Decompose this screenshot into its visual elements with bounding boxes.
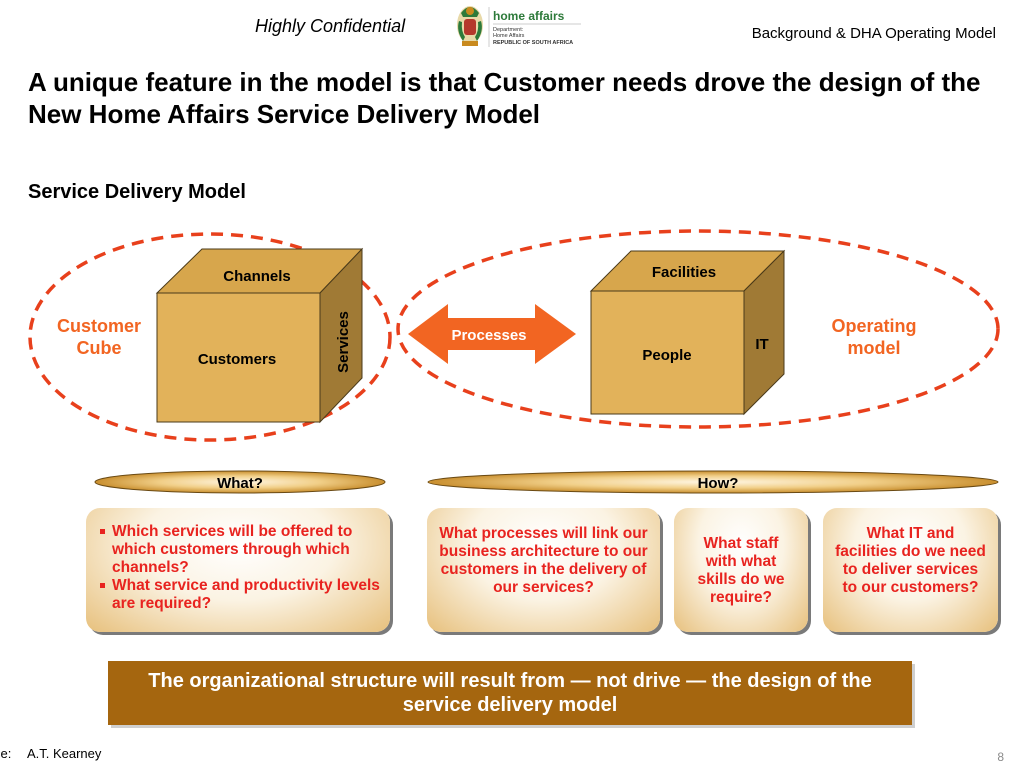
what-pill	[94, 470, 386, 494]
services-label: Services	[335, 311, 352, 373]
source-note: ce: A.T. Kearney	[0, 746, 101, 761]
operating-model-boundary	[396, 229, 1000, 429]
page-title: A unique feature in the model is that Cu…	[28, 67, 981, 129]
customer-cube-label-1: Customer	[57, 316, 141, 336]
channels-label: Channels	[223, 268, 291, 285]
source-value: A.T. Kearney	[26, 746, 102, 761]
staff-question: What staff with what skills do we requir…	[697, 535, 785, 606]
it-label: IT	[755, 336, 768, 353]
how-pill	[427, 470, 999, 494]
how-pill-label: How?	[698, 475, 739, 492]
list-item: What service and productivity levels are…	[98, 577, 380, 613]
staff-question-box: What staff with what skills do we requir…	[674, 508, 808, 632]
customer-cube-boundary	[28, 232, 392, 442]
what-pill-label: What?	[217, 475, 263, 492]
svg-text:Home Affairs: Home Affairs	[493, 33, 525, 39]
operating-model-label-2: model	[847, 338, 900, 358]
operating-model-label-1: Operating	[831, 316, 916, 336]
it-facilities-question-box: What IT and facilities do we need to del…	[823, 508, 998, 632]
list-item: Which services will be offered to which …	[98, 523, 380, 577]
processes-arrow: Processes	[408, 304, 576, 364]
facilities-label: Facilities	[652, 264, 716, 281]
what-questions-list: Which services will be offered to which …	[98, 523, 380, 613]
conclusion-banner: The organizational structure will result…	[108, 661, 912, 725]
section-title: Background & DHA Operating Model	[751, 25, 996, 42]
operating-cube: Facilities People IT	[589, 249, 786, 416]
confidentiality-note: Highly Confidential	[255, 16, 406, 36]
home-affairs-logo: home affairs Department: Home Affairs RE…	[457, 6, 581, 47]
customer-cube-label-2: Cube	[77, 338, 122, 358]
people-label: People	[642, 347, 691, 364]
customer-cube-front	[156, 292, 321, 423]
customer-cube: Channels Customers Services	[155, 247, 364, 424]
what-questions-box: Which services will be offered to which …	[86, 508, 390, 632]
operating-cube-front	[590, 290, 745, 415]
processes-question: What processes will link our business ar…	[439, 525, 648, 596]
page-number: 8	[997, 750, 1004, 764]
svg-text:REPUBLIC OF SOUTH AFRICA: REPUBLIC OF SOUTH AFRICA	[493, 40, 573, 46]
service-delivery-diagram: Channels Customers Services Customer Cub…	[28, 229, 1000, 494]
svg-text:Department:: Department:	[493, 27, 524, 33]
processes-label: Processes	[451, 327, 526, 344]
processes-question-box: What processes will link our business ar…	[427, 508, 660, 632]
source-label: ce:	[0, 746, 12, 761]
coat-of-arms-icon	[457, 6, 483, 46]
it-facilities-question: What IT and facilities do we need to del…	[835, 525, 986, 596]
customers-label: Customers	[198, 351, 276, 368]
conclusion-text: The organizational structure will result…	[148, 670, 872, 716]
svg-text:home affairs: home affairs	[493, 9, 565, 23]
diagram-subtitle: Service Delivery Model	[28, 181, 246, 203]
